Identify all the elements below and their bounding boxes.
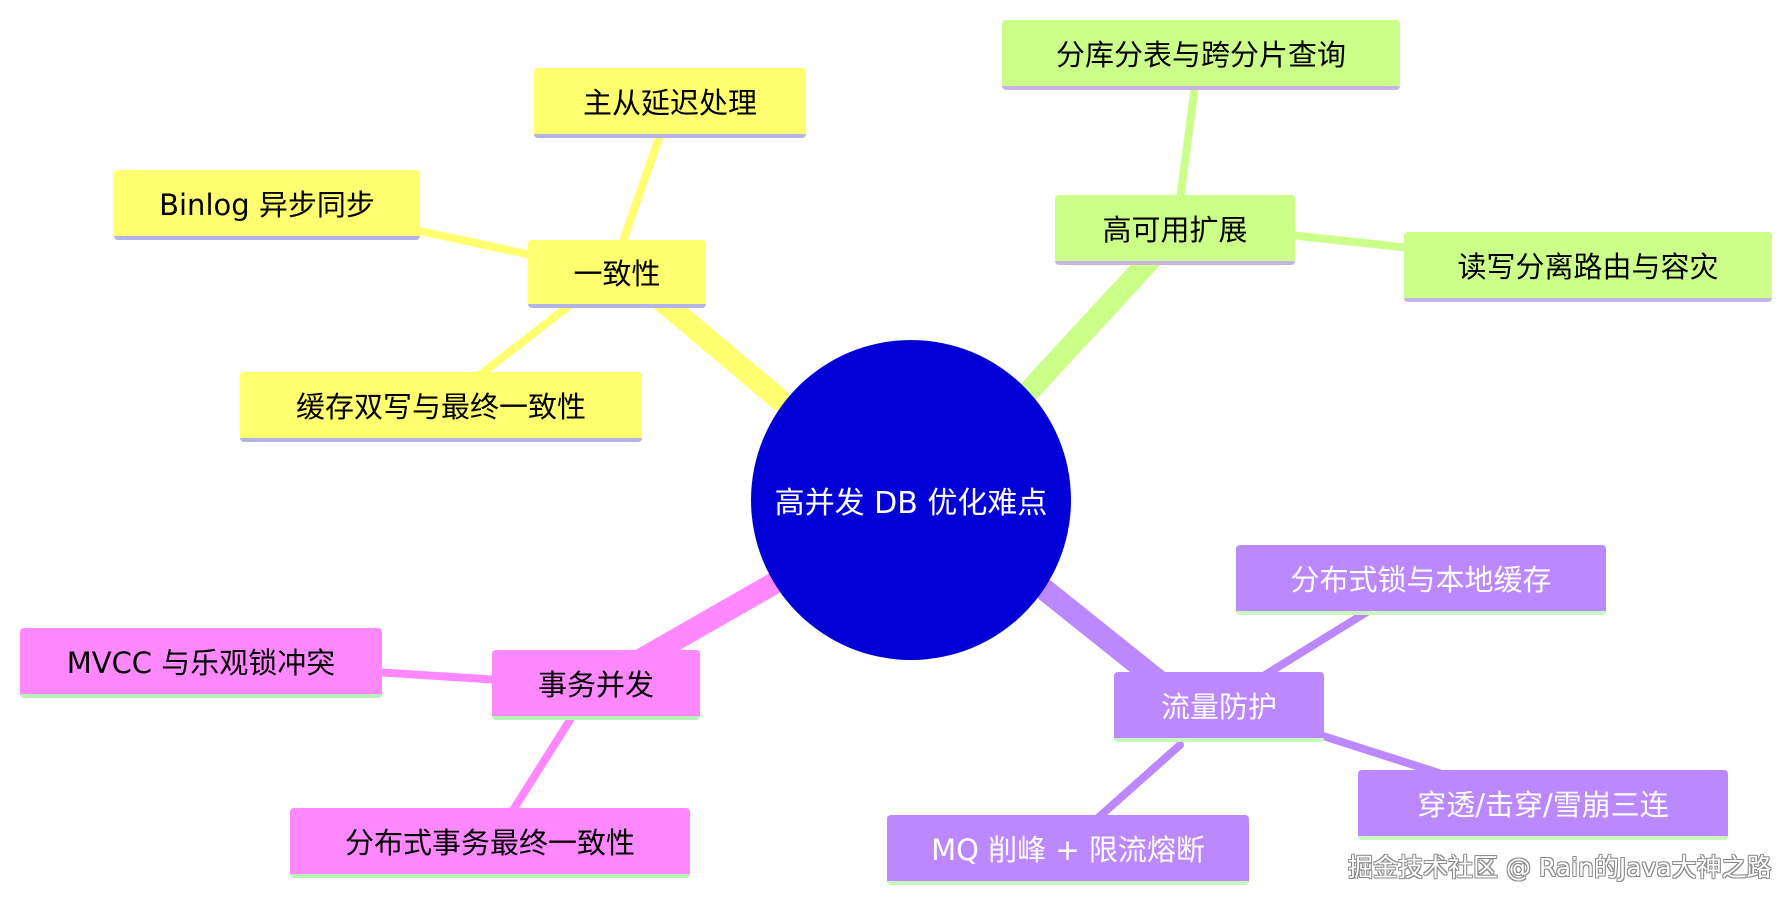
central-topic[interactable]: 高并发 DB 优化难点 xyxy=(751,340,1071,660)
leaf-availability-read-write-split[interactable]: 读写分离路由与容灾 xyxy=(1404,232,1772,302)
leaf-label: 主从延迟处理 xyxy=(582,86,757,120)
link-consistency-3 xyxy=(476,301,574,379)
leaf-consistency-cache-double-write[interactable]: 缓存双写与最终一致性 xyxy=(240,372,642,442)
leaf-availability-sharding[interactable]: 分库分表与跨分片查询 xyxy=(1002,20,1400,90)
leaf-traffic-penetration[interactable]: 穿透/击穿/雪崩三连 xyxy=(1358,770,1728,840)
leaf-label: MVCC 与乐观锁冲突 xyxy=(66,646,336,680)
branch-transaction-label: 事务并发 xyxy=(537,668,654,702)
link-consistency-1 xyxy=(616,131,664,254)
branch-transaction[interactable]: 事务并发 xyxy=(492,650,700,720)
leaf-traffic-mq-peak-shaving[interactable]: MQ 削峰 + 限流熔断 xyxy=(887,815,1249,885)
link-center-transaction xyxy=(629,569,791,671)
link-traffic-2 xyxy=(1316,731,1449,779)
watermark: 掘金技术社区 @ Rain的Java大神之路 xyxy=(1348,853,1772,882)
leaf-transaction-mvcc[interactable]: MVCC 与乐观锁冲突 xyxy=(20,628,382,698)
leaf-label: 读写分离路由与容灾 xyxy=(1457,250,1719,284)
link-transaction-1 xyxy=(371,668,504,684)
leaf-label: 缓存双写与最终一致性 xyxy=(295,390,586,424)
link-center-consistency xyxy=(644,284,791,411)
leaf-label: 穿透/击穿/雪崩三连 xyxy=(1417,788,1669,822)
link-transaction-2 xyxy=(506,716,574,819)
link-availability-2 xyxy=(1286,231,1414,252)
leaf-transaction-distributed[interactable]: 分布式事务最终一致性 xyxy=(290,808,690,878)
branch-availability[interactable]: 高可用扩展 xyxy=(1055,195,1295,265)
leaf-consistency-master-slave-delay[interactable]: 主从延迟处理 xyxy=(534,68,806,138)
central-topic-label: 高并发 DB 优化难点 xyxy=(774,486,1048,521)
branch-availability-label: 高可用扩展 xyxy=(1102,213,1248,247)
leaf-consistency-binlog[interactable]: Binlog 异步同步 xyxy=(114,170,420,240)
leaf-label: Binlog 异步同步 xyxy=(159,188,375,222)
leaf-label: 分布式事务最终一致性 xyxy=(344,826,635,860)
link-center-availability xyxy=(1019,249,1161,401)
branch-consistency-label: 一致性 xyxy=(573,257,661,291)
link-consistency-2 xyxy=(411,226,549,262)
link-traffic-1 xyxy=(1261,606,1374,679)
link-traffic-3 xyxy=(1086,741,1184,829)
branch-consistency[interactable]: 一致性 xyxy=(528,240,706,308)
leaf-label: MQ 削峰 + 限流熔断 xyxy=(931,833,1205,867)
link-availability-1 xyxy=(1176,81,1199,204)
leaf-label: 分布式锁与本地缓存 xyxy=(1290,563,1552,597)
branch-traffic[interactable]: 流量防护 xyxy=(1114,672,1324,742)
branch-traffic-label: 流量防护 xyxy=(1160,690,1277,724)
leaf-traffic-distributed-lock[interactable]: 分布式锁与本地缓存 xyxy=(1236,545,1606,615)
leaf-label: 分库分表与跨分片查询 xyxy=(1055,38,1346,72)
